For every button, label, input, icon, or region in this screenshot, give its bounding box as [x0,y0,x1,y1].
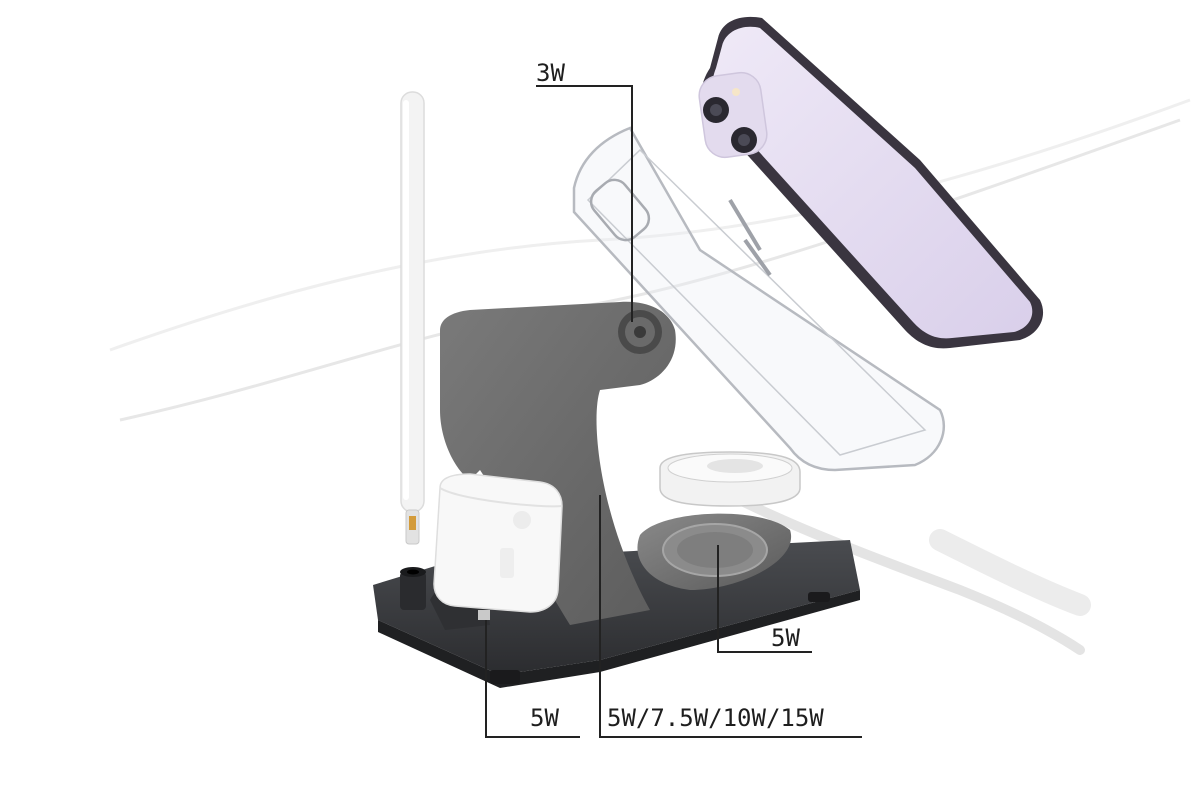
callout-lines [485,85,862,738]
watch-charger [659,451,801,507]
callout-line-watch [717,545,812,653]
phone-case [572,126,946,472]
stand-upright [440,301,676,625]
earbuds-case [433,473,563,613]
stylus-holder [400,567,426,610]
front-wireless-pad [637,513,792,590]
watch-strap [929,529,1091,616]
callout-label-top-pad: 3W [536,59,565,87]
callout-line-phone [599,495,862,738]
smartphone [698,16,1044,349]
stylus-pen [400,91,425,545]
callout-label-earbuds-pad: 5W [530,704,559,732]
watch-cable [735,495,1085,655]
callout-label-watch-pad: 5W [771,624,800,652]
callout-label-phone-pad: 5W/7.5W/10W/15W [607,704,824,732]
callout-line-earbuds [485,620,580,738]
callout-line-top [536,85,633,322]
